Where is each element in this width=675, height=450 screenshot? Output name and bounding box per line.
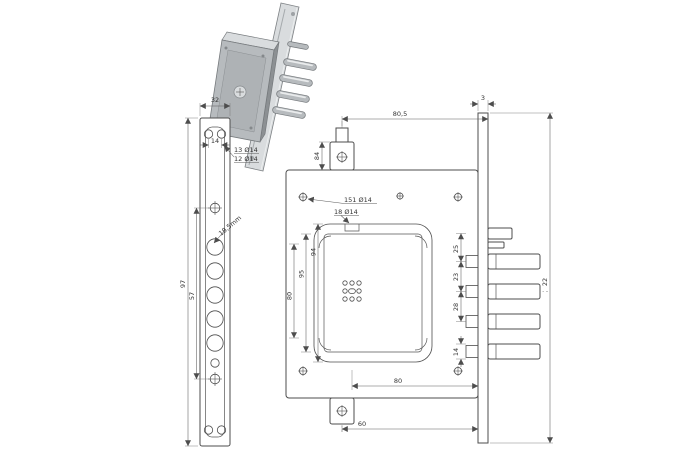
bolt-hole bbox=[206, 334, 224, 352]
dim-left-1: 94 bbox=[310, 248, 318, 256]
case-fixing-holes bbox=[298, 192, 463, 376]
iso-screw-hole bbox=[250, 156, 254, 160]
faceplate-edge-view bbox=[477, 112, 489, 444]
screw-hole bbox=[203, 425, 214, 435]
iso-deadbolts bbox=[272, 58, 317, 119]
screw-hole bbox=[216, 425, 227, 435]
dim-top-width: 80,5 bbox=[393, 110, 407, 118]
callout-holes-bottom: 12 Ø14 bbox=[234, 155, 258, 163]
bolt-hole bbox=[206, 310, 224, 328]
isometric-lock-view bbox=[207, 2, 317, 172]
dim-faceplate-height: 97 bbox=[179, 280, 187, 288]
key-slot bbox=[348, 288, 356, 294]
dim-screw-spacing: 14 bbox=[211, 137, 219, 145]
callout-holes-top: 13 Ø14 bbox=[234, 146, 258, 154]
dim-left-2: 95 bbox=[298, 270, 306, 278]
top-stem bbox=[335, 127, 349, 143]
dim-faceplate-width: 32 bbox=[211, 96, 219, 104]
dim-bolt-height: 14 bbox=[452, 348, 460, 356]
screw-hole bbox=[216, 129, 227, 139]
small-hole bbox=[210, 358, 220, 368]
dim-right-1: 25 bbox=[452, 245, 460, 253]
faceplate-outline bbox=[199, 117, 231, 447]
dim-right-2: 23 bbox=[452, 273, 460, 281]
frame-top-notch bbox=[344, 224, 360, 232]
screw-hole bbox=[203, 129, 214, 139]
latch-guide bbox=[487, 241, 505, 249]
lock-case-plan-view: 80,5 3 84 151 Ø14 18 Ø14 94 95 80 25 bbox=[285, 94, 553, 444]
iso-screw-hole bbox=[291, 12, 295, 16]
dim-backset-2: 60 bbox=[358, 420, 366, 428]
inner-spring-frame bbox=[313, 223, 433, 363]
latch-bolt bbox=[487, 227, 513, 240]
iso-latch-bolt bbox=[287, 41, 309, 50]
dim-backset-1: 80 bbox=[394, 377, 402, 385]
key-pin-cluster bbox=[342, 280, 362, 302]
dim-tab-height: 84 bbox=[313, 152, 321, 160]
dim-plate-thickness: 3 bbox=[481, 94, 485, 102]
faceplate-front-view: 32 14 13 Ø14 12 Ø14 97 57 18,5mm bbox=[179, 96, 259, 447]
dim-right-3: 28 bbox=[452, 303, 460, 311]
lock-case-body bbox=[285, 169, 479, 399]
faceplate-recess bbox=[205, 126, 225, 438]
deadbolts-plan bbox=[487, 253, 541, 360]
dim-left-3: 80 bbox=[286, 292, 294, 300]
dim-hole-span: 57 bbox=[188, 292, 196, 300]
bolt-hole bbox=[206, 286, 224, 304]
callout-case-hole-1: 151 Ø14 bbox=[344, 196, 372, 204]
bolt-hole bbox=[206, 262, 224, 280]
callout-case-hole-2: 18 Ø14 bbox=[334, 208, 358, 216]
dim-overall-length: 22 bbox=[541, 278, 549, 286]
